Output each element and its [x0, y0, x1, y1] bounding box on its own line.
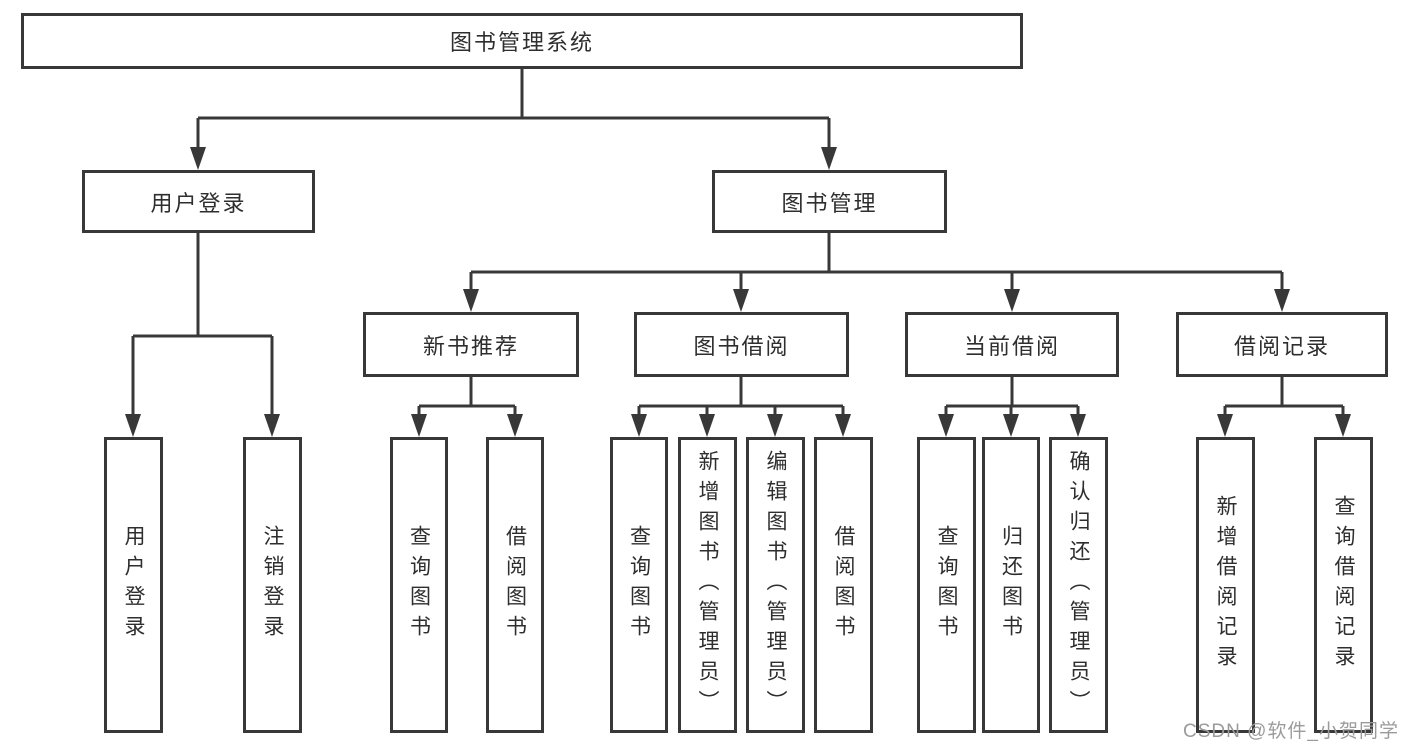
leaf-label: 查询图书 [407, 525, 431, 645]
leaf-borrow-books-recommend: 借阅图书 [486, 437, 544, 733]
leaf-label: 用户登录 [122, 525, 145, 645]
leaf-label: 确认归还（管理员） [1067, 450, 1090, 720]
node-book-management: 图书管理 [712, 170, 947, 233]
leaf-label: 查询借阅记录 [1332, 495, 1355, 675]
leaf-edit-books-admin: 编辑图书（管理员） [746, 437, 805, 733]
connector-user-login-to-leaves [125, 233, 280, 437]
leaf-label: 借阅图书 [503, 525, 527, 645]
leaf-label: 新增借阅记录 [1214, 495, 1237, 675]
connector-book-management-to-level3 [463, 233, 1290, 312]
leaf-label: 查询图书 [627, 525, 651, 645]
leaf-label: 查询图书 [935, 525, 958, 645]
node-borrowing-records: 借阅记录 [1176, 312, 1388, 377]
leaf-add-borrow-record: 新增借阅记录 [1196, 437, 1255, 733]
leaf-return-books: 归还图书 [982, 437, 1040, 733]
leaf-label: 借阅图书 [832, 525, 855, 645]
node-user-login: 用户登录 [82, 170, 315, 233]
leaf-query-borrow-record: 查询借阅记录 [1314, 437, 1373, 733]
leaf-borrow-books-borrowing: 借阅图书 [814, 437, 873, 733]
connector-root-to-level2 [190, 69, 837, 170]
leaf-query-books-borrowing: 查询图书 [610, 437, 668, 733]
leaf-confirm-return-admin: 确认归还（管理员） [1049, 437, 1108, 733]
node-new-book-recommendation: 新书推荐 [363, 312, 579, 377]
leaf-query-books-current: 查询图书 [917, 437, 976, 733]
leaf-label: 归还图书 [999, 525, 1023, 645]
leaf-query-books-recommend: 查询图书 [390, 437, 448, 733]
node-current-borrowing: 当前借阅 [905, 312, 1119, 377]
leaf-logout: 注销登录 [243, 437, 302, 733]
connector-new-book-recommendation-to-leaves [411, 377, 523, 437]
leaf-add-books-admin: 新增图书（管理员） [678, 437, 737, 733]
connector-book-borrowing-to-leaves [631, 377, 851, 437]
leaf-label: 新增图书（管理员） [696, 450, 719, 720]
node-book-borrowing: 图书借阅 [634, 312, 849, 377]
connector-current-borrowing-to-leaves [938, 377, 1086, 437]
leaf-label: 编辑图书（管理员） [764, 450, 787, 720]
csdn-watermark: CSDN @软件_小贺同学 [1183, 721, 1399, 742]
leaf-user-login: 用户登录 [104, 437, 163, 733]
leaf-label: 注销登录 [261, 525, 284, 645]
connector-borrowing-records-to-leaves [1217, 377, 1351, 437]
node-library-system-root: 图书管理系统 [21, 13, 1023, 69]
